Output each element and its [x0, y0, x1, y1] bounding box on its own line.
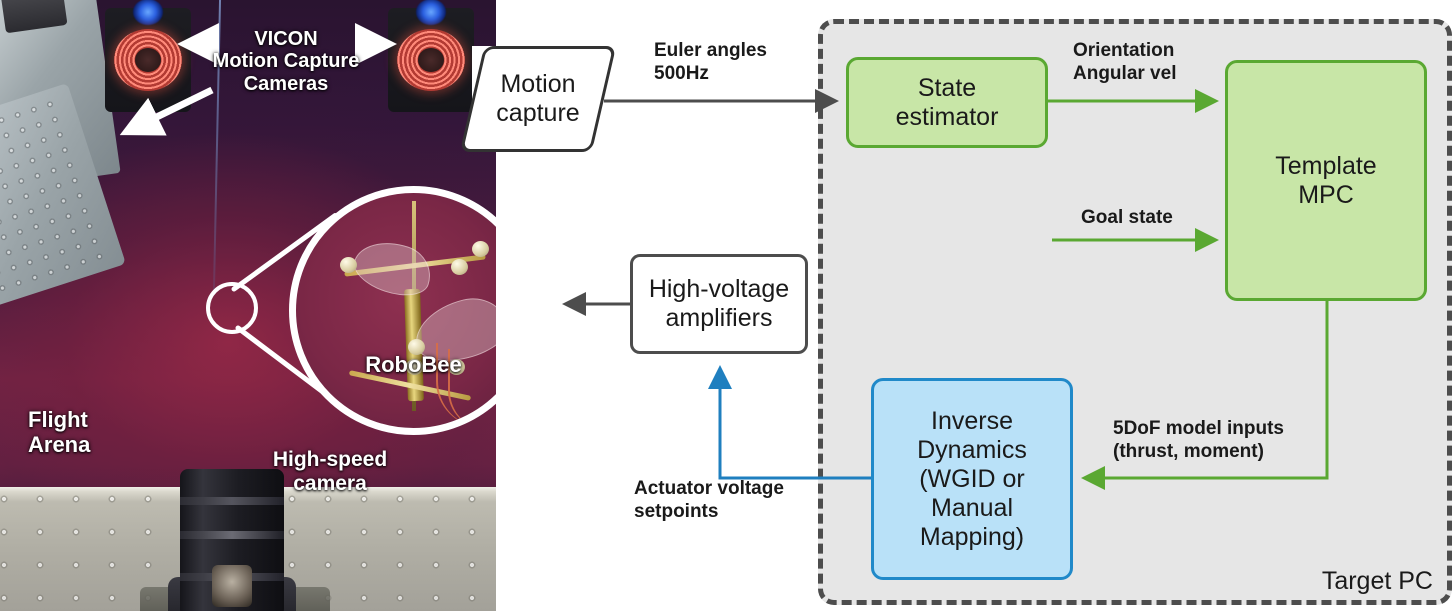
- robobee-power-wire: [436, 343, 482, 427]
- node-inverse-dynamics[interactable]: Inverse Dynamics (WGID or Manual Mapping…: [871, 378, 1073, 580]
- edge-label-actuator-voltage: Actuator voltage setpoints: [634, 478, 784, 522]
- node-high-voltage-amplifiers-label: High-voltage amplifiers: [648, 275, 790, 332]
- camera-led-icon: [416, 0, 446, 25]
- flight-arena-photo: RoboBee VICON Motion Capture Cameras Fli…: [0, 0, 496, 611]
- vicon-camera-right: [388, 0, 474, 112]
- node-template-mpc-label: Template MPC: [1275, 151, 1377, 209]
- marker-ball: [408, 339, 425, 355]
- node-state-estimator-label: State estimator: [895, 73, 999, 131]
- robobee-power-wire: [448, 349, 486, 428]
- edge-label-goal-state: Goal state: [1081, 207, 1173, 228]
- robobee-location-circle: [206, 282, 258, 334]
- target-pc-label: Target PC: [1321, 567, 1433, 595]
- robobee-magnifier: RoboBee: [289, 186, 496, 435]
- flight-arena-label: Flight Arena: [28, 407, 91, 457]
- camera-ir-ring-icon: [397, 29, 465, 91]
- camera-ir-ring-icon: [114, 29, 182, 91]
- marker-ball: [406, 359, 423, 375]
- marker-ball: [451, 259, 468, 275]
- node-inverse-dynamics-label: Inverse Dynamics (WGID or Manual Mapping…: [917, 406, 1027, 551]
- camera-tripod-knob: [212, 565, 252, 607]
- node-template-mpc[interactable]: Template MPC: [1225, 60, 1427, 301]
- edge-label-euler-angles: Euler angles 500Hz: [654, 40, 767, 84]
- arrow-to-rack-camera: [119, 86, 214, 136]
- marker-ball: [340, 257, 357, 273]
- photo-arrow-group: [119, 23, 397, 136]
- edge-label-model-inputs: 5DoF model inputs (thrust, moment): [1113, 418, 1284, 462]
- vicon-camera-left: [105, 0, 191, 112]
- marker-ball: [472, 241, 489, 257]
- camera-led-icon: [133, 0, 163, 25]
- node-high-voltage-amplifiers[interactable]: High-voltage amplifiers: [630, 254, 808, 354]
- node-motion-capture-label: Motion capture: [496, 70, 580, 127]
- vicon-cameras-label: VICON Motion Capture Cameras: [212, 28, 360, 95]
- node-motion-capture[interactable]: Motion capture: [459, 46, 617, 152]
- high-speed-camera-label: High-speed camera: [272, 448, 388, 495]
- node-state-estimator[interactable]: State estimator: [846, 57, 1048, 148]
- edge-label-orientation: Orientation Angular vel: [1073, 40, 1177, 84]
- robobee-label: RoboBee: [365, 352, 462, 377]
